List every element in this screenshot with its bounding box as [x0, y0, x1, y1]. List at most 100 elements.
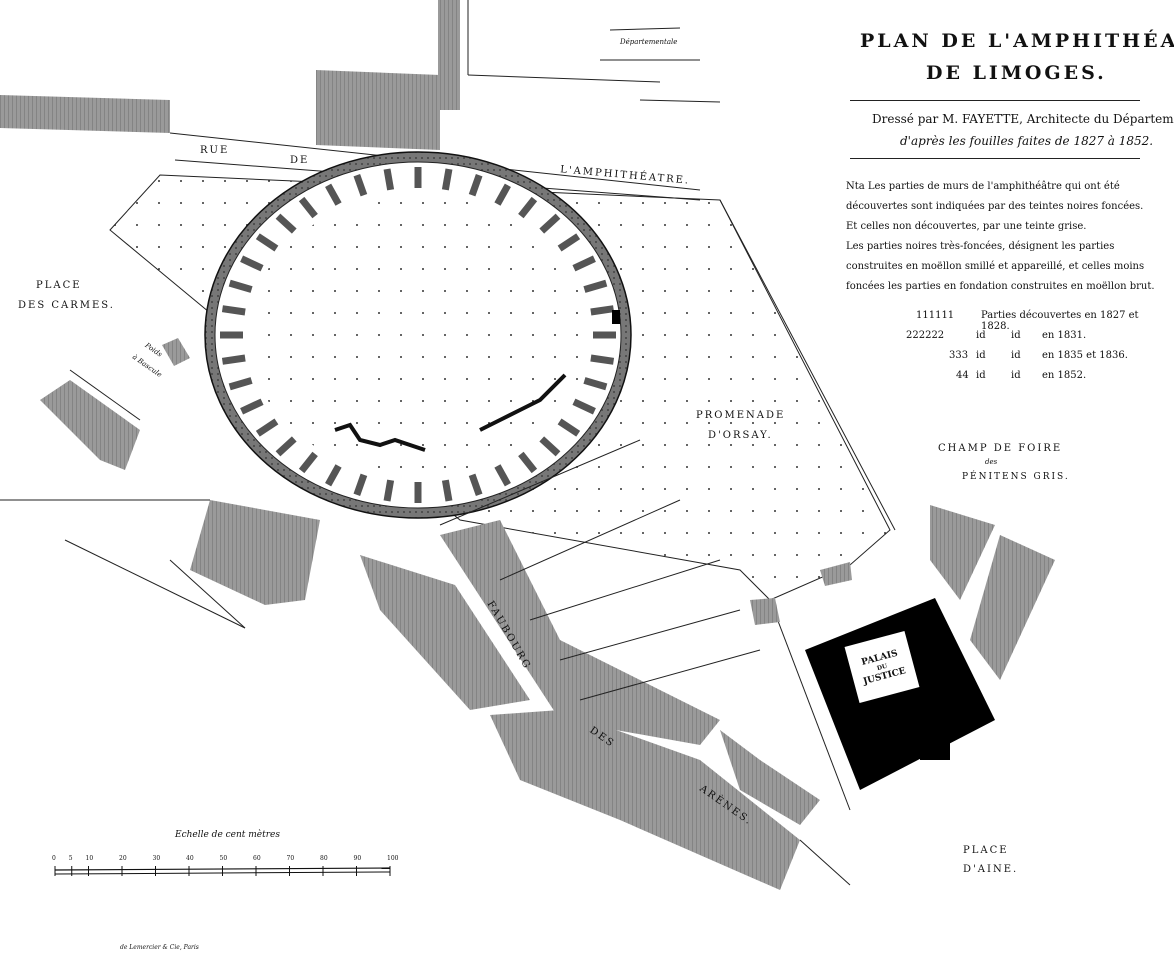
scale-tick-label: 80	[320, 855, 328, 862]
scale-tick-label: 30	[152, 855, 161, 862]
pier	[325, 464, 342, 487]
pier	[240, 255, 264, 272]
pier	[583, 377, 608, 391]
pier	[441, 479, 453, 502]
legend-row: 333 id id en 1835 et 1836.	[846, 350, 1166, 370]
pier	[494, 464, 511, 487]
building-block	[720, 730, 820, 825]
building-block	[360, 555, 530, 710]
label-place-aine-1: PLACE	[963, 845, 1009, 856]
building-block	[316, 70, 440, 150]
radial-piers	[220, 167, 616, 503]
pier	[255, 233, 279, 252]
pier	[441, 168, 453, 191]
building-block	[0, 95, 170, 133]
map-title-line1: PLAN DE L'AMPHITHÉATRE	[860, 30, 1174, 52]
legend-code: 111111	[916, 310, 955, 321]
legend-text: en 1835 et 1836.	[1042, 350, 1128, 361]
legend-row: 44 id id en 1852.	[846, 370, 1166, 390]
legend-col1: id	[976, 350, 986, 361]
scale-tick-label: 40	[186, 855, 194, 862]
building-block	[438, 0, 460, 110]
pier	[590, 305, 615, 316]
legend-col2: id	[1011, 370, 1021, 381]
label-promenade-1: PROMENADE	[696, 410, 786, 421]
building-block	[190, 500, 320, 605]
label-place-carmes-1: PLACE	[36, 280, 82, 291]
pier	[275, 213, 297, 234]
legend-col2: id	[1011, 350, 1021, 361]
legend-text: Parties découvertes en 1827 et 1828.	[981, 310, 1139, 332]
pier	[240, 398, 264, 415]
label-promenade-2: D'ORSAY.	[708, 430, 773, 441]
pier	[572, 398, 596, 415]
pier	[383, 479, 395, 502]
note-3: Les parties noires très-foncées, désigne…	[846, 241, 1155, 292]
pier	[353, 473, 368, 496]
pier	[275, 436, 297, 457]
legend-row: 222222 id id en 1831.	[846, 330, 1166, 350]
pier	[494, 183, 511, 206]
legend-col1: id	[976, 370, 986, 381]
label-rue: RUE	[200, 145, 230, 156]
label-champ-3: PÉNITENS GRIS.	[962, 472, 1070, 482]
legend-code: 333	[949, 350, 969, 361]
label-champ-2: des	[985, 458, 998, 466]
legend-row: 111111 Parties découvertes en 1827 et 18…	[846, 310, 1166, 332]
label-place-aine-2: D'AINE.	[963, 864, 1019, 875]
building-block	[750, 598, 780, 625]
scale-tick-label: 90	[353, 855, 362, 862]
pier	[221, 354, 246, 365]
palais-building	[805, 598, 995, 790]
map-notes: Nta Les parties de murs de l'amphithéâtr…	[846, 177, 1164, 297]
map-subtitle-line2: d'après les fouilles faites de 1827 à 18…	[900, 134, 1154, 148]
scale-tick-label: 60	[253, 855, 261, 862]
scale-tick-label: 20	[119, 855, 127, 862]
scale-title: Echelle de cent mètres	[175, 830, 280, 840]
pier	[383, 168, 395, 191]
building-block	[440, 520, 720, 745]
pier	[468, 473, 483, 496]
map-subtitle-line1: Dressé par M. FAYETTE, Architecte du Dép…	[872, 112, 1174, 126]
excavated-wall	[479, 373, 567, 432]
pier	[325, 183, 342, 206]
pier	[557, 233, 581, 252]
pier	[590, 354, 615, 365]
divider	[850, 158, 1140, 159]
scale-tick-label: 10	[85, 855, 94, 862]
building-block	[930, 505, 995, 600]
pier	[221, 305, 246, 316]
pier	[298, 196, 318, 219]
legend-col1: id	[976, 330, 986, 341]
pier	[539, 436, 561, 457]
pier	[583, 279, 608, 293]
pier	[255, 418, 279, 437]
legend-code: 44	[956, 370, 969, 381]
legend-text: en 1831.	[1042, 330, 1087, 341]
building-block	[490, 710, 800, 890]
footer-imprint: de Lemercier & Cie, Paris	[120, 944, 199, 951]
pier	[539, 213, 561, 234]
divider	[850, 100, 1140, 101]
building-block	[162, 338, 190, 366]
legend-code: 222222	[906, 330, 945, 341]
pier	[572, 255, 596, 272]
scale-tick-label: 70	[286, 855, 295, 862]
pier	[353, 174, 368, 197]
note-2: Et celles non découvertes, par une teint…	[846, 221, 1087, 232]
label-place-carmes-2: DES CARMES.	[18, 300, 115, 311]
scale-ticks	[54, 866, 391, 876]
scale-tick-label: 100	[387, 855, 399, 862]
map-title-line2: DE LIMOGES.	[926, 62, 1107, 84]
building-block	[970, 535, 1055, 680]
pier	[298, 451, 318, 474]
scale-tick-label: 50	[219, 855, 228, 862]
building-block	[820, 562, 852, 586]
pier	[518, 451, 538, 474]
label-departementale: Départementale	[620, 38, 678, 46]
pier	[518, 196, 538, 219]
building-block	[40, 380, 140, 470]
pier	[228, 279, 253, 293]
legend-text: en 1852.	[1042, 370, 1087, 381]
